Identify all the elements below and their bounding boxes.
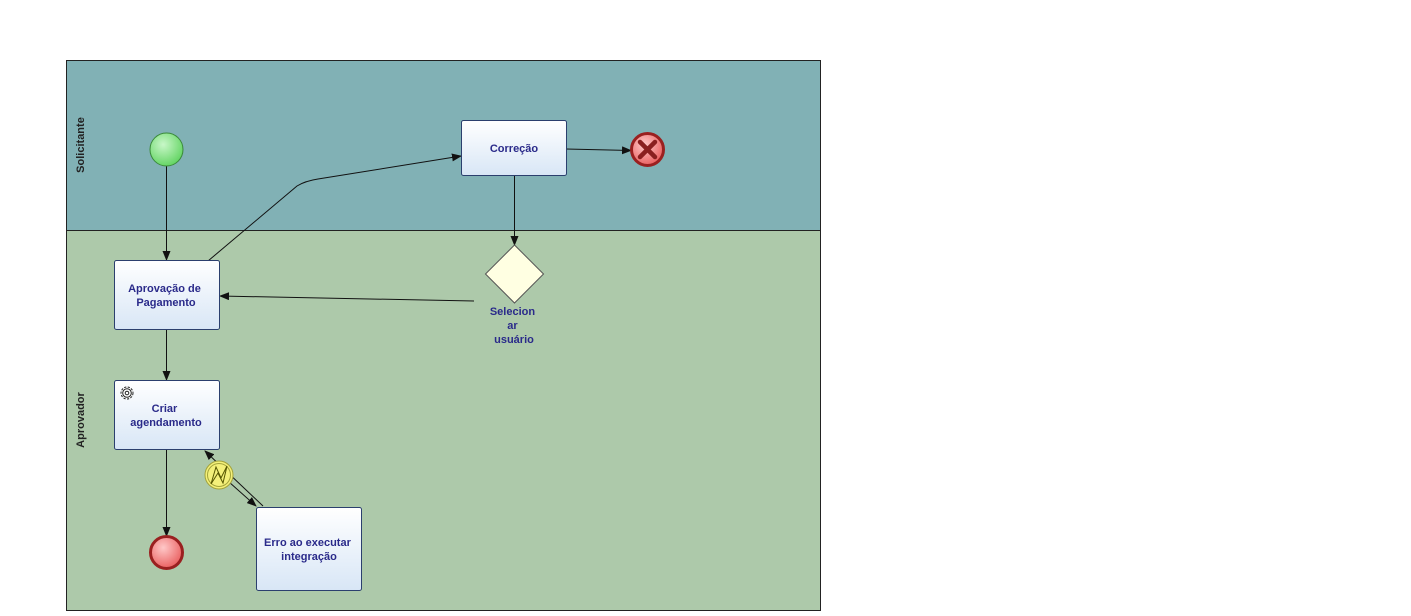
task-label-line: Correção (490, 143, 539, 155)
gateway-selecionar-usuario[interactable]: Selecion ar usuário (484, 244, 545, 346)
task-aprovacao-pagamento[interactable]: Aprovação de Pagamento (114, 260, 220, 330)
task-label-line: agendamento (130, 417, 202, 429)
end-event[interactable] (149, 535, 184, 570)
gateway-label: Selecion ar usuário (490, 306, 538, 346)
task-label-line: Aprovação de (128, 283, 201, 295)
task-label-aprovacao: Aprovação de Pagamento (128, 283, 204, 309)
gear-icon (120, 386, 134, 400)
task-label-line: Erro ao executar (264, 537, 352, 549)
start-event[interactable] (149, 132, 184, 167)
flow-boundary-to-erro[interactable] (228, 481, 257, 507)
lane-label-solicitante: Solicitante (75, 117, 87, 173)
gateway-label-line: Selecion (490, 306, 536, 318)
task-label-erro: Erro ao executar integração (264, 537, 354, 563)
error-end-event[interactable] (630, 132, 665, 167)
flow-erro-to-criar[interactable] (204, 450, 264, 507)
task-label-correcao: Correção (490, 143, 539, 155)
gateway-label-line: ar (507, 320, 518, 332)
task-correcao[interactable]: Correção (461, 120, 567, 176)
task-label-line: Criar (152, 403, 178, 415)
lane-solicitante[interactable] (66, 60, 821, 231)
error-boundary-event[interactable] (204, 460, 234, 490)
task-label-criar: Criar agendamento (130, 403, 202, 429)
task-label-line: integração (281, 551, 337, 563)
flow-aprovacao-to-correcao[interactable] (207, 153, 462, 262)
lane-label-aprovador: Aprovador (75, 391, 87, 447)
task-label-line: Pagamento (136, 297, 196, 309)
gateway-label-line: usuário (494, 334, 534, 346)
task-erro-integracao[interactable]: Erro ao executar integração (256, 507, 362, 591)
sequence-flows (162, 146, 632, 537)
flow-correcao-to-error-end[interactable] (565, 146, 632, 155)
task-criar-agendamento[interactable]: Criar agendamento (114, 380, 220, 450)
flow-gateway-to-aprovacao[interactable] (219, 292, 475, 302)
